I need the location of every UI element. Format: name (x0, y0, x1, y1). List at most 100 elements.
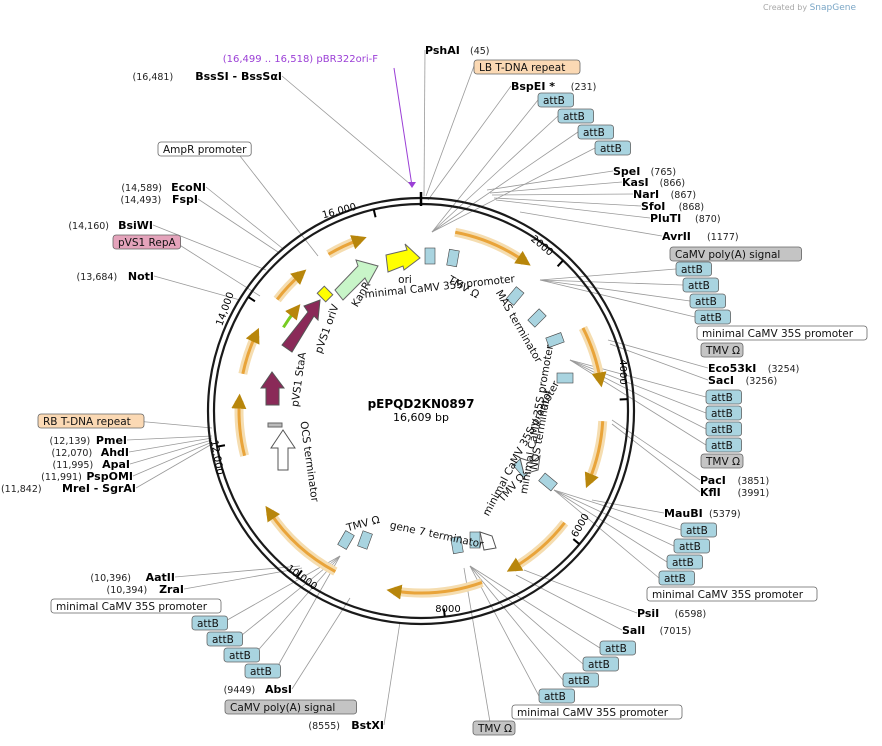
tag-leader (569, 359, 707, 446)
site-name: AhdI (101, 446, 129, 459)
site-pspomi: PspOMI(11,991) (41, 470, 133, 483)
site-name: BstXI (351, 719, 384, 732)
ocs-arrow (270, 429, 296, 471)
min35s-right-top-label: minimal CaMV 35S promoter (702, 328, 854, 340)
site-position: (12,139) (50, 436, 91, 447)
plasmid-backbone (206, 192, 636, 626)
tmv-bottom-box (472, 720, 516, 736)
ampr-promoter-label: AmpR promoter (163, 144, 247, 156)
orf-arc (231, 393, 247, 457)
attb-tag-box (223, 647, 260, 663)
attb-tag-label: attB (700, 312, 722, 324)
site-name: BssSI - BssSαI (195, 70, 282, 83)
min35s-right-bottom-box (646, 586, 818, 602)
site-mrei: MreI - SgrAI(11,842) (1, 482, 136, 495)
attb-tag-label: attB (563, 111, 585, 123)
credit-prefix: Created by (763, 3, 808, 12)
attb-tag-box (577, 124, 614, 140)
tick-mark (572, 538, 581, 545)
attb-tag-box (244, 663, 281, 679)
min35s-bottom-box (511, 704, 683, 720)
site-name: NotI (128, 270, 154, 283)
site-position: (3254) (768, 364, 800, 375)
site-name: PsiI (637, 607, 659, 620)
tag-leader (431, 131, 579, 233)
site-leader (427, 85, 512, 201)
attb-tag-box (689, 293, 726, 309)
small-yellow-box (316, 285, 334, 303)
camv-polya-bottom-label: CaMV poly(A) signal (230, 702, 335, 714)
tag-leader (469, 565, 540, 697)
tag-leader (539, 279, 684, 286)
feature-block (446, 248, 460, 268)
site-leader (126, 435, 213, 441)
feature-block (450, 535, 464, 555)
orf-arc (265, 505, 337, 573)
site-position: (231) (571, 82, 597, 93)
site-leader (523, 569, 638, 614)
site-position: (14,589) (121, 183, 162, 194)
site-name: BsiWI (118, 219, 153, 232)
feature-label-ocs: OCS terminator (297, 420, 320, 503)
snapgene-credit: Created by SnapGene (763, 3, 856, 13)
site-leader (291, 597, 351, 690)
tick-mark (216, 444, 226, 448)
tag-leader (431, 115, 559, 233)
site-kasi: KasI(866) (622, 176, 685, 189)
site-leader (153, 275, 241, 301)
site-position: (867) (671, 190, 697, 201)
site-leader (132, 441, 213, 477)
orf-arc (454, 230, 531, 266)
tag-leader (236, 555, 341, 640)
site-name: PluTI (650, 212, 681, 225)
plasmid-name: pEPQD2KN0897 (368, 397, 475, 411)
site-position: (16,481) (133, 72, 174, 83)
tag-leader (253, 555, 341, 656)
site-leader (591, 499, 665, 514)
attb-tag-label: attB (711, 392, 733, 404)
gene7-arrow (479, 531, 497, 551)
tag-leader (553, 489, 668, 563)
pvs1-staa-arrow (260, 371, 285, 406)
site-position: (10,396) (90, 573, 131, 584)
tag-leader (553, 489, 675, 547)
attb-tag-box (599, 640, 636, 656)
tag-leader (539, 268, 677, 281)
attb-tag-label: attB (583, 127, 605, 139)
site-leader (611, 423, 701, 493)
site-name: PshAI (425, 44, 460, 57)
tag-leader (463, 567, 491, 723)
lb-tdna-repeat-label: LB T-DNA repeat (479, 62, 565, 74)
site-name: PacI (700, 474, 726, 487)
site-position: (765) (651, 167, 677, 178)
site-pshai: PshAI(45) (425, 44, 490, 57)
site-position: (3256) (746, 376, 778, 387)
orf-arc-halo (454, 227, 528, 266)
site-avrii: AvrII(1177) (662, 230, 739, 243)
site-position: (14,160) (68, 221, 109, 232)
attb-tag-box (666, 554, 703, 570)
feature-label-ori: ori (398, 274, 412, 286)
feature-block (469, 531, 481, 549)
green-arc (282, 304, 301, 329)
attb-tag-box (557, 108, 594, 124)
attb-tag-label: attB (588, 659, 610, 671)
site-leader (383, 621, 401, 726)
site-position: (1177) (707, 232, 739, 243)
rb-tdna-repeat-box (37, 413, 145, 429)
tmv-right-mid-label: TMV Ω (705, 456, 740, 468)
tick-label: 2000 (528, 234, 555, 259)
site-position: (12,070) (52, 448, 93, 459)
tag-leader (569, 359, 707, 430)
plasmid-length: 16,609 bp (393, 411, 449, 424)
site-position: (5379) (709, 509, 741, 520)
nos-arrow (519, 454, 541, 475)
tmv-right-top-label: TMV Ω (705, 345, 740, 357)
site-leader (491, 193, 634, 196)
feature-block (505, 286, 525, 306)
site-ahdi: AhdI (12,070) (52, 446, 129, 459)
orf-arc (581, 327, 607, 388)
site-position: (6598) (675, 609, 707, 620)
site-econi: EcoNI(14,589) (121, 181, 206, 194)
tag-leader (239, 155, 319, 257)
